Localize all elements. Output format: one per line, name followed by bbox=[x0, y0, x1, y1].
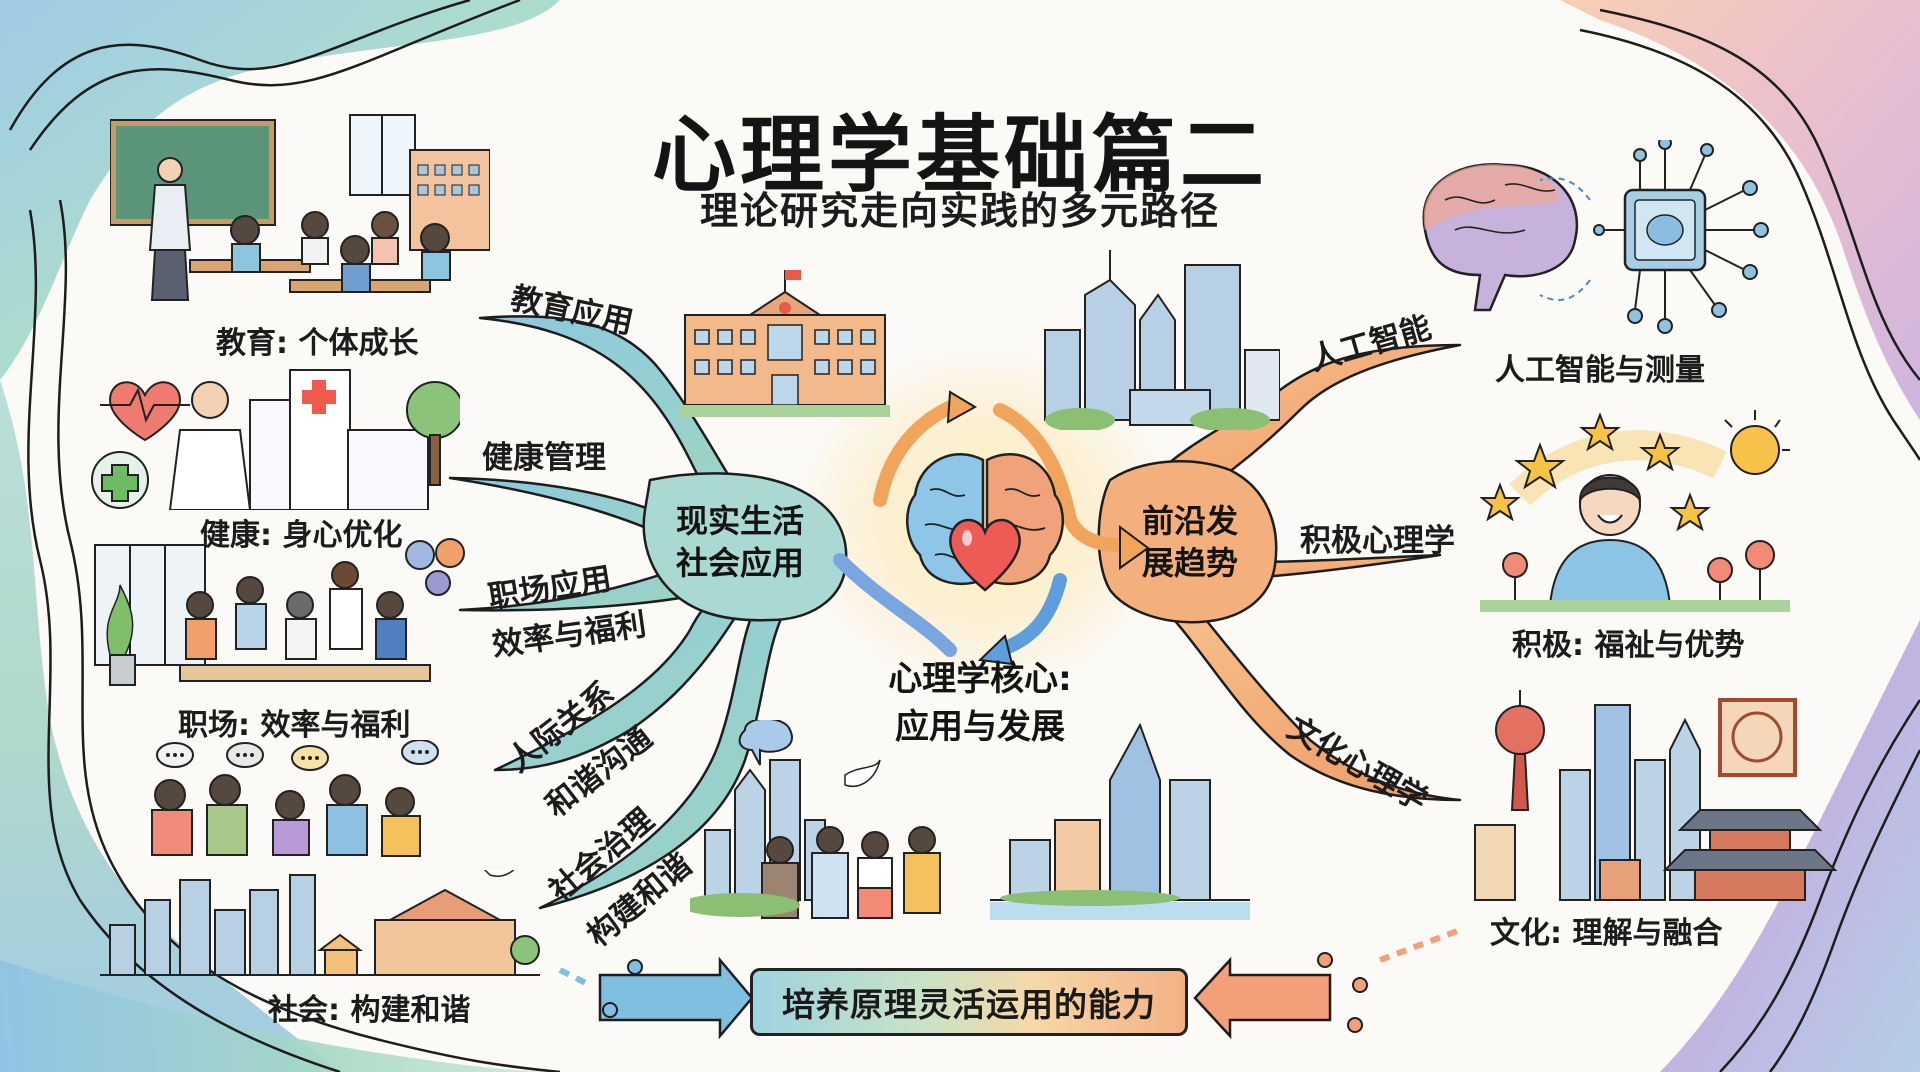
brain-heart-icon bbox=[905, 452, 1065, 592]
hospital-doctor-icon bbox=[91, 369, 460, 510]
left-hub-line1: 现实生活 bbox=[675, 502, 804, 540]
bottom-banner: 培养原理灵活运用的能力 bbox=[750, 968, 1188, 1036]
office-meeting-icon bbox=[94, 538, 465, 686]
community-city-icon bbox=[690, 720, 1250, 920]
people-chatting-icon bbox=[151, 740, 439, 857]
panel-caption-culture: 文化: 理解与融合 bbox=[1490, 916, 1723, 951]
brain-chip-icon bbox=[1422, 140, 1769, 334]
right-hub: 前沿发 展趋势 bbox=[1115, 500, 1265, 584]
page-subtitle: 理论研究走向实践的多元路径 bbox=[699, 189, 1220, 233]
chinese-culture-city-icon bbox=[1474, 690, 1838, 901]
panel-caption-education: 教育: 个体成长 bbox=[216, 326, 419, 361]
core-line2: 应用与发展 bbox=[895, 707, 1065, 747]
page-title: 心理学基础篇二 bbox=[651, 106, 1268, 204]
classroom-icon bbox=[110, 114, 490, 301]
left-hub: 现实生活 社会应用 bbox=[660, 500, 820, 584]
right-hub-line1: 前沿发 bbox=[1141, 502, 1238, 540]
right-hub-line2: 展趋势 bbox=[1141, 544, 1238, 582]
panel-caption-workplace: 职场: 效率与福利 bbox=[178, 708, 411, 743]
panel-caption-society: 社会: 构建和谐 bbox=[268, 993, 471, 1028]
left-hub-line2: 社会应用 bbox=[675, 544, 804, 582]
panel-caption-positive: 积极: 福祉与优势 bbox=[1512, 628, 1745, 663]
school-building-icon bbox=[680, 270, 890, 417]
city-skyline-icon bbox=[100, 870, 540, 976]
panel-caption-health: 健康: 身心优化 bbox=[200, 518, 403, 553]
branch-label-positive: 积极心理学 bbox=[1300, 523, 1455, 559]
smiling-person-stars-icon bbox=[1480, 410, 1790, 612]
branch-label-health: 健康管理 bbox=[482, 440, 606, 476]
panel-caption-ai: 人工智能与测量 bbox=[1495, 353, 1705, 388]
core-label: 心理学核心: 应用与发展 bbox=[860, 655, 1100, 751]
skyscrapers-icon bbox=[1044, 250, 1280, 430]
core-line1: 心理学核心: bbox=[888, 659, 1072, 699]
